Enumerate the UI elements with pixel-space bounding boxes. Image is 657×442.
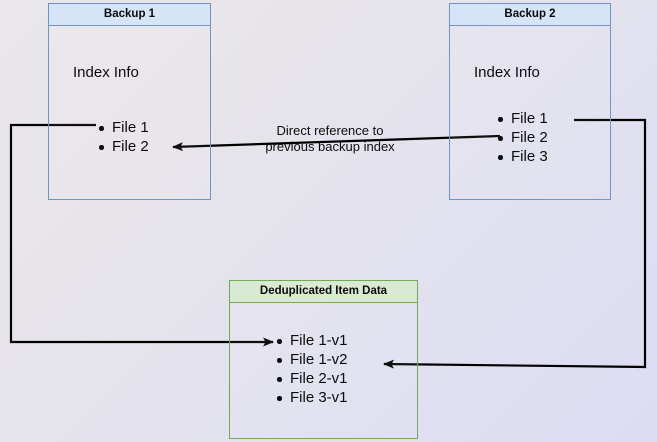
backup-2-body: Index Info File 1 File 2 File 3 — [450, 26, 610, 199]
deduplicated-item-data-box[interactable]: Deduplicated Item Data File 1-v1 File 1-… — [229, 280, 418, 439]
list-item: File 2-v1 — [275, 369, 348, 388]
dedup-header: Deduplicated Item Data — [230, 281, 417, 303]
backup-2-box[interactable]: Backup 2 Index Info File 1 File 2 File 3 — [449, 3, 611, 200]
backup-1-body: Index Info File 1 File 2 — [49, 26, 210, 199]
backup-2-index-label: Index Info — [474, 64, 540, 81]
list-item: File 3 — [496, 147, 548, 166]
list-item: File 2 — [97, 137, 149, 156]
dedup-body: File 1-v1 File 1-v2 File 2-v1 File 3-v1 — [230, 303, 417, 438]
backup-2-file-list: File 1 File 2 File 3 — [496, 109, 548, 166]
list-item: File 1 — [97, 118, 149, 137]
list-item: File 2 — [496, 128, 548, 147]
list-item: File 1-v2 — [275, 350, 348, 369]
direct-reference-label: Direct reference to previous backup inde… — [265, 123, 395, 154]
list-item: File 3-v1 — [275, 388, 348, 407]
dedup-file-list: File 1-v1 File 1-v2 File 2-v1 File 3-v1 — [275, 331, 348, 407]
backup-1-box[interactable]: Backup 1 Index Info File 1 File 2 — [48, 3, 211, 200]
backup-1-index-label: Index Info — [73, 64, 139, 81]
list-item: File 1 — [496, 109, 548, 128]
list-item: File 1-v1 — [275, 331, 348, 350]
backup-2-header: Backup 2 — [450, 4, 610, 26]
backup-1-header: Backup 1 — [49, 4, 210, 26]
backup-1-file-list: File 1 File 2 — [97, 118, 149, 156]
